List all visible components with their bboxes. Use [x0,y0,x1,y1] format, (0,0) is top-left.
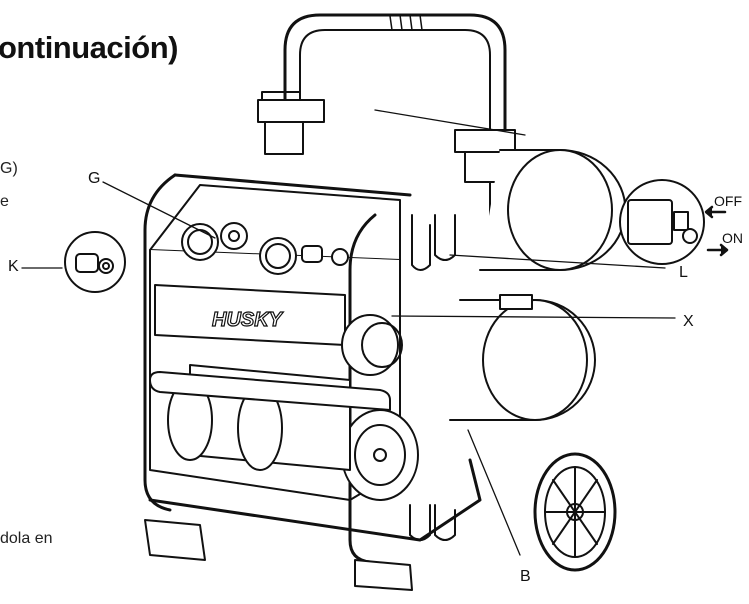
detail-circle-k [64,231,126,293]
leader-lines [21,109,676,556]
callout-k: K [8,258,19,275]
brand-logo: HUSKY [212,309,284,331]
upper-tank [479,149,627,271]
section-heading: ontinuación) [0,30,178,65]
callout-g: G [88,170,101,187]
text-fragment-e: e [0,193,9,210]
hose-hooks [409,214,456,541]
regulator [499,294,533,310]
callout-l: L [679,264,688,281]
wheel [533,452,617,572]
switch-arrows [704,205,729,257]
text-fragment-g: G) [0,160,18,177]
handle-clamps [257,91,516,183]
lower-tank [449,299,596,421]
switch-on-label: ON [722,230,743,246]
callout-b: B [520,568,531,585]
feet [144,519,413,591]
text-fragment-bottom: dola en [0,530,53,547]
control-panel [181,222,349,275]
switch-off-label: OFF [714,193,742,209]
callout-x: X [683,313,694,330]
handle [283,13,507,242]
motor [149,314,419,501]
detail-circle-switch [619,179,705,265]
